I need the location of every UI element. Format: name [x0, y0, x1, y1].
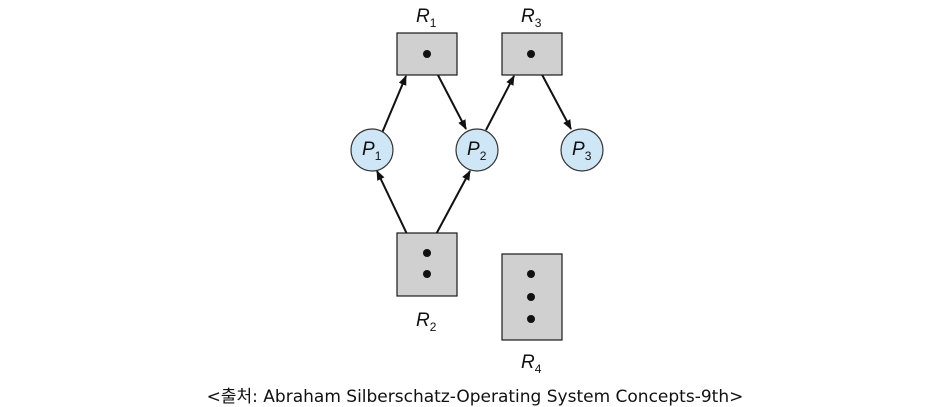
resource-r4-instance-2 — [527, 293, 535, 301]
resource-r4-instance-3 — [527, 315, 535, 323]
resource-r2-subscript: 2 — [430, 320, 437, 334]
resource-r1-box — [396, 32, 458, 76]
process-p3-letter: P — [572, 139, 585, 160]
source-caption: <출처: Abraham Silberschatz-Operating Syst… — [206, 387, 744, 407]
resource-r3-letter: R — [521, 6, 535, 27]
edge-p1-to-r1 — [381, 75, 407, 134]
process-p2-label: P2 — [467, 139, 487, 163]
resource-r3-label: R3 — [521, 6, 542, 30]
resource-r4-instance-1 — [527, 270, 535, 278]
resource-r1: R1 — [396, 6, 458, 76]
resource-r2-box — [396, 232, 458, 297]
process-p2: P2 — [455, 128, 499, 172]
process-p1: P1 — [350, 128, 394, 172]
resource-r3-instance — [527, 50, 535, 58]
process-p1-label: P1 — [362, 139, 382, 163]
process-p3-subscript: 3 — [585, 149, 592, 163]
resource-r1-letter: R — [416, 6, 430, 27]
resource-r1-subscript: 1 — [430, 16, 437, 30]
resource-r2-instance-1 — [423, 249, 431, 257]
resource-r4: R4 — [501, 253, 563, 376]
resource-r2-instance-2 — [423, 270, 431, 278]
resource-r1-label: R1 — [416, 6, 437, 30]
resource-r1-instance — [423, 50, 431, 58]
process-p1-letter: P — [362, 139, 375, 160]
process-p3: P3 — [560, 128, 604, 172]
process-p3-node — [560, 128, 604, 172]
resource-r4-label: R4 — [521, 352, 542, 376]
resource-r2: R2 — [396, 232, 458, 334]
edge-p2-to-r3 — [485, 75, 515, 131]
process-p1-subscript: 1 — [375, 149, 382, 163]
resource-r2-label: R2 — [416, 310, 437, 334]
resource-allocation-graph: R1 R3 P1 P2 P3 R2 — [350, 6, 604, 376]
resource-r4-subscript: 4 — [535, 362, 542, 376]
process-p3-label: P3 — [572, 139, 592, 163]
resource-r3: R3 — [501, 6, 563, 76]
process-p1-node — [350, 128, 394, 172]
process-p2-node — [455, 128, 499, 172]
resource-r3-subscript: 3 — [535, 16, 542, 30]
resource-r2-letter: R — [416, 310, 430, 331]
process-p2-letter: P — [467, 139, 480, 160]
resource-r4-letter: R — [521, 352, 535, 373]
process-p2-subscript: 2 — [480, 149, 487, 163]
